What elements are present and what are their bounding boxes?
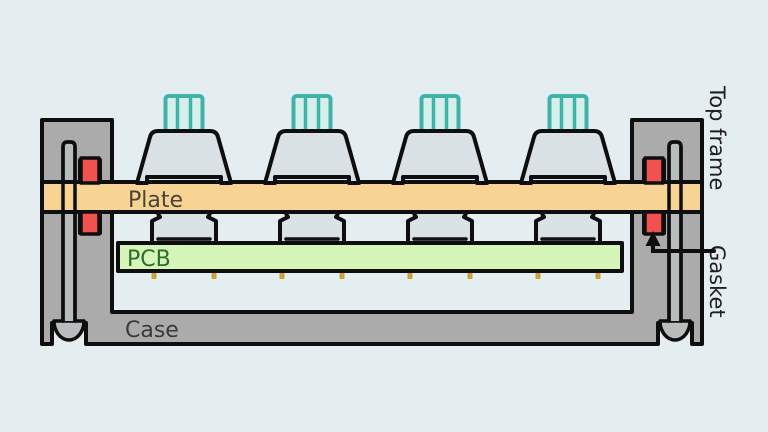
- gasket-lower-left: [79, 210, 101, 236]
- top-frame-left: [40, 118, 114, 184]
- gasket-callout-line: [651, 242, 716, 253]
- gasket-callout-arrowhead: [645, 231, 661, 246]
- gasket-label: Gasket: [705, 245, 729, 318]
- plate-label: Plate: [128, 188, 183, 213]
- pcb-label: PCB: [127, 247, 171, 272]
- case-label: Case: [125, 318, 179, 343]
- screw-shaft-left: [61, 140, 77, 323]
- top-frame-right: [630, 118, 704, 184]
- gasket-upper-left: [79, 156, 101, 185]
- screw-shaft-right-outline: [667, 140, 683, 323]
- pcb-shape: [116, 241, 624, 273]
- gasket-lower-right: [643, 210, 665, 236]
- screw-shaft-left-outline: [61, 140, 77, 323]
- gasket-upper-right: [643, 156, 665, 185]
- screw-head-left: [52, 319, 86, 342]
- plate-shape: [40, 180, 704, 214]
- screw-shaft-right: [667, 140, 683, 323]
- top-frame-label: Top frame: [705, 85, 729, 190]
- screw-head-right: [658, 319, 692, 342]
